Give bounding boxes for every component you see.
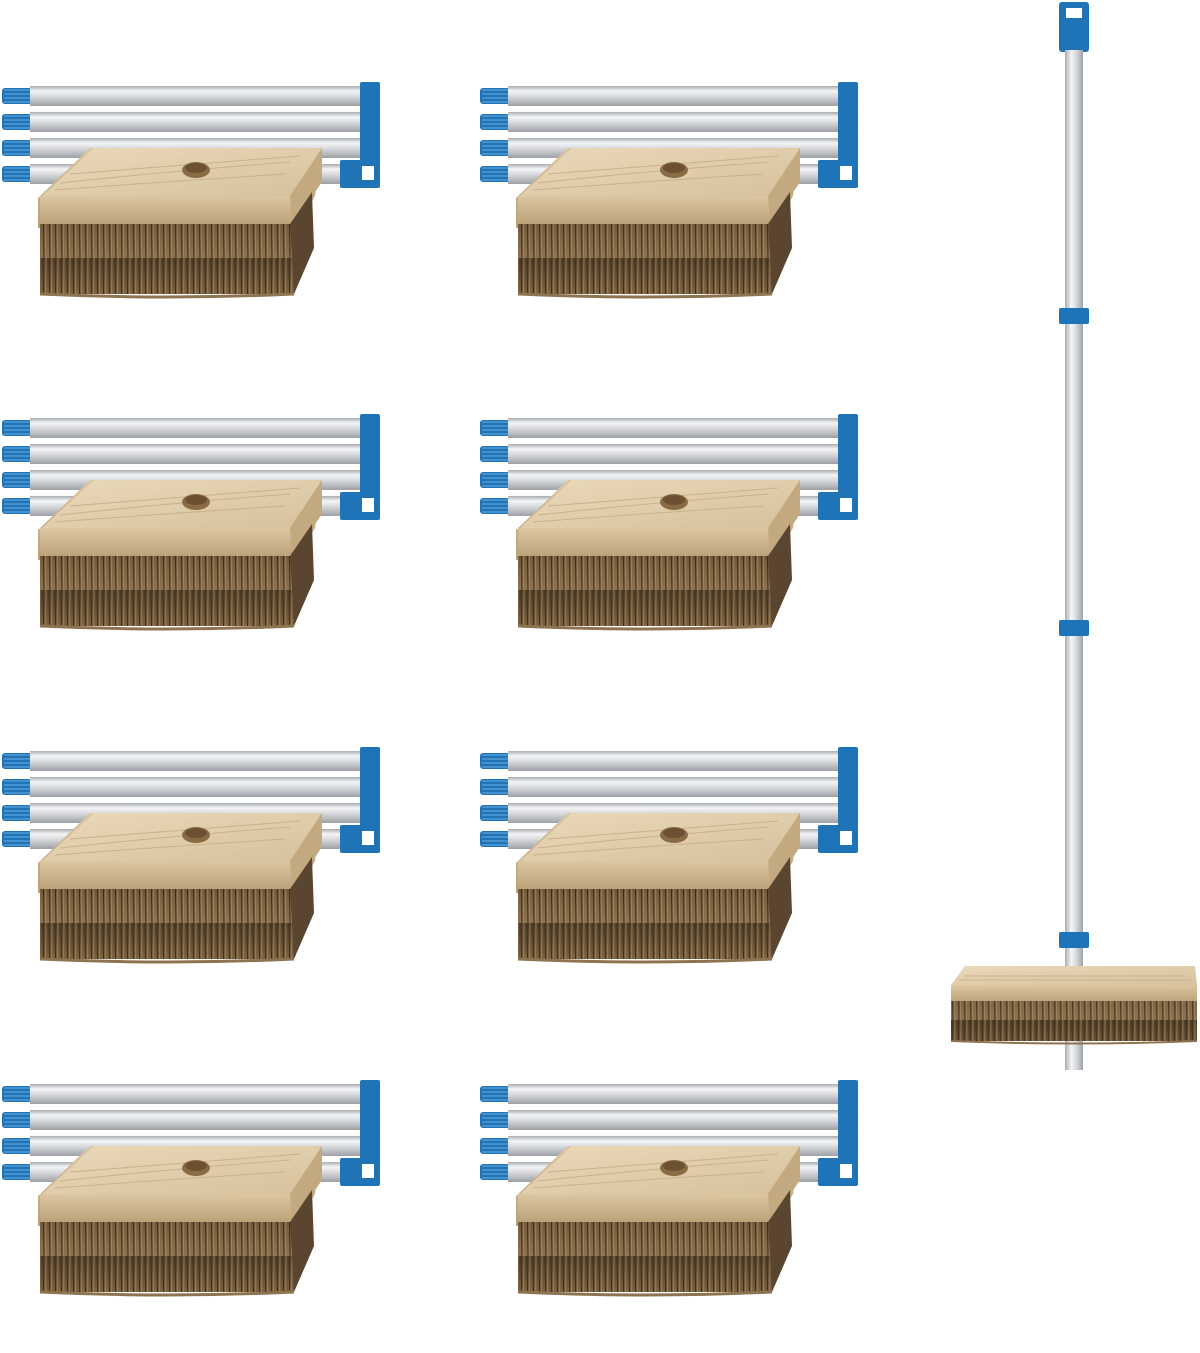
brush-kit-8 (478, 1076, 878, 1306)
brush-kit-5 (0, 743, 400, 973)
brush-kit-7 (0, 1076, 400, 1306)
broom-pole (1065, 50, 1083, 1070)
pole-connector (1059, 932, 1089, 948)
brush-kit-6 (478, 743, 878, 973)
brush-kit-illustration (0, 743, 400, 973)
brush-kit-illustration (0, 1076, 400, 1306)
brush-kit-illustration (478, 1076, 878, 1306)
pole-connector (1059, 308, 1089, 324)
brush-kit-1 (0, 78, 400, 308)
brush-kit-illustration (0, 410, 400, 640)
brush-kit-3 (0, 410, 400, 640)
pole-connector (1059, 620, 1089, 636)
brush-kit-illustration (478, 410, 878, 640)
brush-kit-illustration (478, 743, 878, 973)
brush-kit-4 (478, 410, 878, 640)
brush-kit-illustration (0, 78, 400, 308)
broom-brush-head (950, 966, 1198, 1045)
brush-kit-illustration (478, 78, 878, 308)
brush-kit-2 (478, 78, 878, 308)
assembled-broom (945, 0, 1200, 1353)
assembled-broom-illustration (950, 2, 1198, 1070)
